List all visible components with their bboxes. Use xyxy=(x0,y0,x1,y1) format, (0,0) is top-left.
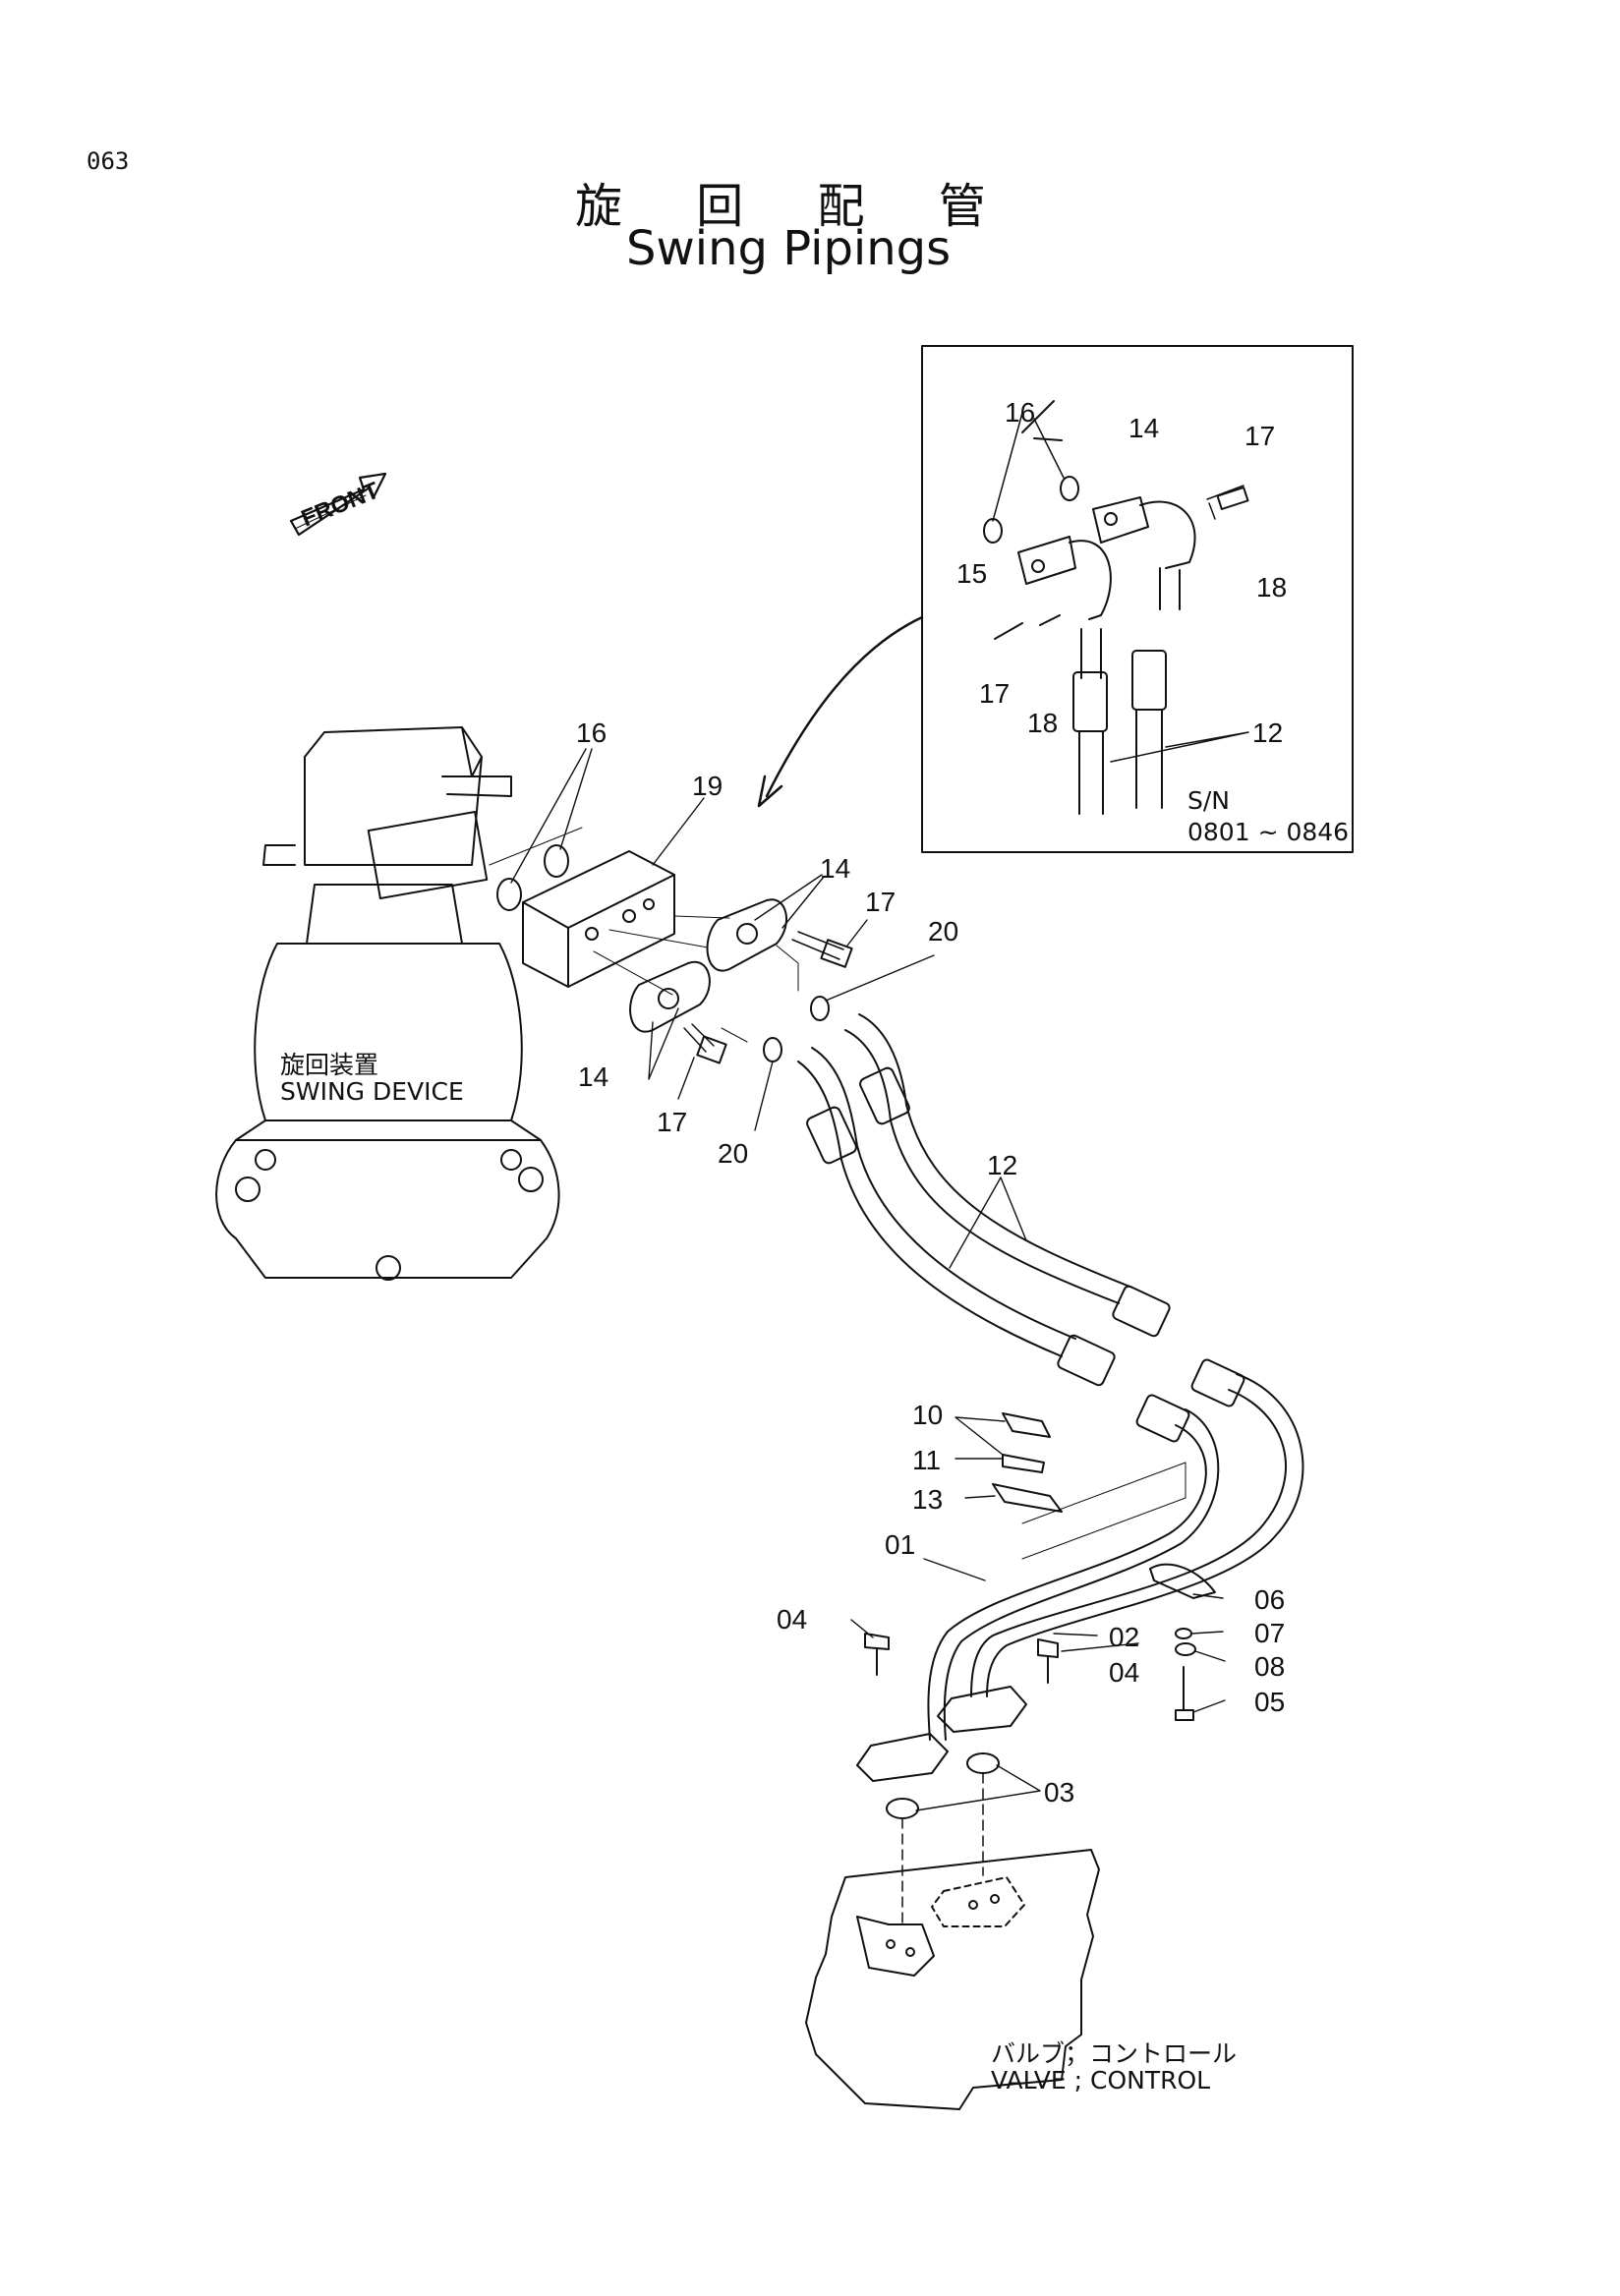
callout-02: 02 xyxy=(1109,1622,1140,1652)
callout-14-upper: 14 xyxy=(820,853,851,884)
page-number: 063 xyxy=(87,147,130,175)
title-japanese: 旋 回 配 管 xyxy=(575,179,1015,234)
callout-08: 08 xyxy=(1254,1651,1286,1682)
callout-07: 07 xyxy=(1254,1618,1286,1648)
callout-01: 01 xyxy=(885,1529,916,1560)
callout-20-upper: 20 xyxy=(928,916,959,947)
callout-12: 12 xyxy=(987,1150,1018,1180)
inset-callout-18-lower: 18 xyxy=(1027,708,1059,738)
title-english: Swing Pipings xyxy=(626,221,952,276)
clamp-parts xyxy=(992,1412,1186,1560)
callout-06: 06 xyxy=(1254,1584,1286,1615)
leader-lines xyxy=(510,748,1226,1811)
inset-callout-12: 12 xyxy=(1252,718,1284,748)
control-valve-label-jp: バルブ；コントロール xyxy=(991,2039,1238,2068)
inset-callout-17-lower: 17 xyxy=(979,678,1011,709)
pipe-assembly xyxy=(856,1358,1304,1782)
callout-17-lower: 17 xyxy=(657,1107,688,1137)
inset-pointer-arrow xyxy=(765,615,924,798)
inset-callout-15: 15 xyxy=(956,558,988,589)
hose-assembly xyxy=(797,1013,1171,1387)
callout-10: 10 xyxy=(912,1400,944,1430)
swing-device-label-en: SWING DEVICE xyxy=(280,1077,464,1106)
inset-callout-14: 14 xyxy=(1128,413,1160,443)
inset-callout-17-upper: 17 xyxy=(1244,421,1276,451)
callout-17-upper: 17 xyxy=(865,887,897,917)
swing-device-label-jp: 旋回装置 xyxy=(280,1051,379,1079)
inset-parts-drawing xyxy=(983,400,1249,815)
callout-19: 19 xyxy=(692,771,723,801)
callout-14-lower: 14 xyxy=(578,1062,609,1092)
serial-range: 0801 ~ 0846 xyxy=(1187,818,1350,846)
inset-frame xyxy=(921,345,1354,853)
manifold-block xyxy=(522,850,675,988)
callout-03: 03 xyxy=(1044,1777,1075,1808)
callout-04-right: 04 xyxy=(1109,1657,1140,1688)
callout-11: 11 xyxy=(912,1445,942,1475)
callout-13: 13 xyxy=(912,1484,944,1515)
swing-device-drawing xyxy=(215,726,560,1281)
control-valve-drawing xyxy=(805,1849,1100,2110)
flange-lower xyxy=(629,960,711,1033)
inset-callout-18-right: 18 xyxy=(1256,572,1288,603)
callout-16: 16 xyxy=(576,718,608,748)
flange-upper xyxy=(706,898,787,972)
serial-label: S/N xyxy=(1187,786,1230,815)
callout-04-left: 04 xyxy=(777,1604,808,1635)
callout-05: 05 xyxy=(1254,1687,1286,1717)
callout-20-lower: 20 xyxy=(718,1138,749,1169)
inset-callout-16: 16 xyxy=(1005,397,1036,428)
control-valve-label-en: VALVE ; CONTROL xyxy=(991,2066,1211,2095)
front-arrow-icon xyxy=(289,472,387,537)
